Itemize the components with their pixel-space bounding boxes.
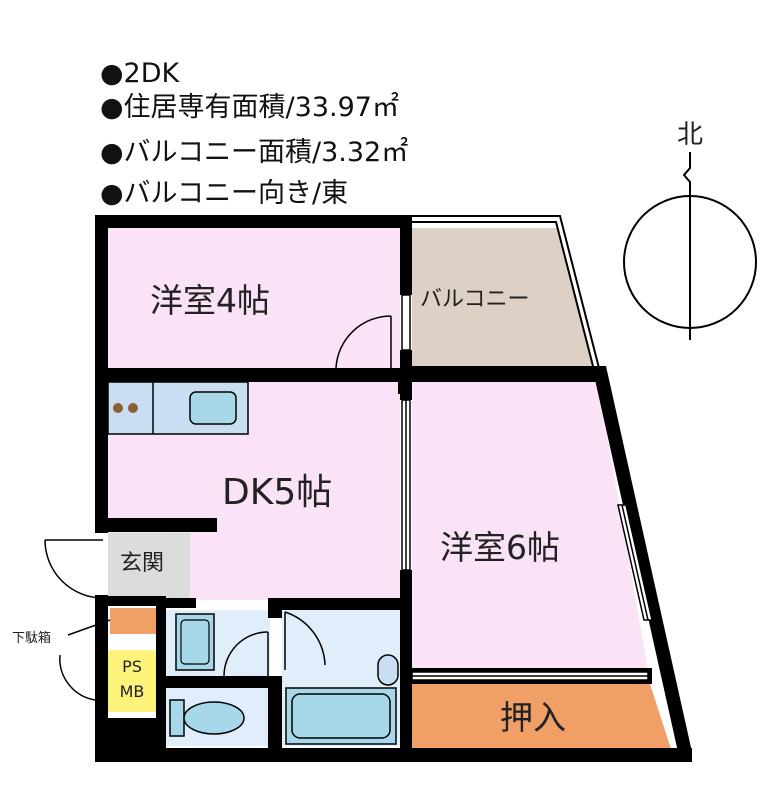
western-room-4-fill [108, 228, 400, 371]
kitchen-counter [107, 381, 249, 435]
closet-fill [412, 684, 672, 752]
balcony-fill [412, 228, 592, 366]
balcony-label: バルコニー [420, 287, 530, 312]
compass-needle-icon [682, 152, 691, 340]
floor-area: ●住居専有面積/33.97㎡ [100, 92, 399, 123]
dk-label: DK5帖 [222, 472, 332, 513]
plan-info: ●2DK ●住居専有面積/33.97㎡ ●バルコニー面積/3.32㎡ ●バルコニ… [0, 0, 779, 220]
compass-north-label: 北 [677, 120, 703, 150]
closet-label: 押入 [500, 698, 566, 737]
western-room-6-label: 洋室6帖 [440, 528, 560, 567]
bathtub-icon [285, 654, 399, 745]
ps-label: PS [122, 657, 142, 676]
stove-burner-icon [113, 403, 123, 413]
mb-label: MB [120, 682, 145, 701]
balcony-area: ●バルコニー面積/3.32㎡ [100, 137, 409, 168]
windows [401, 294, 653, 681]
western-room-6-fill [412, 382, 648, 670]
sink-icon [189, 391, 237, 425]
entrance-fill [108, 533, 190, 598]
balcony-rail [412, 215, 601, 373]
washbasin-icon [175, 613, 215, 671]
entrance-label: 玄関 [120, 551, 164, 576]
compass: 北 [623, 120, 757, 340]
ps-mb-fill [108, 650, 156, 712]
western-room-4-label: 洋室4帖 [150, 281, 270, 320]
compass-circle [623, 195, 757, 329]
toilet-icon [169, 699, 245, 737]
shoe-box-label: 下駄箱 [12, 630, 51, 646]
doors [44, 315, 392, 701]
stove-burner-icon [128, 403, 138, 413]
water-heater-icon [377, 654, 399, 686]
layout-type: ●2DK [100, 58, 180, 89]
balcony-direction: ●バルコニー向き/東 [100, 178, 349, 209]
shoe-box-fill [110, 608, 156, 634]
